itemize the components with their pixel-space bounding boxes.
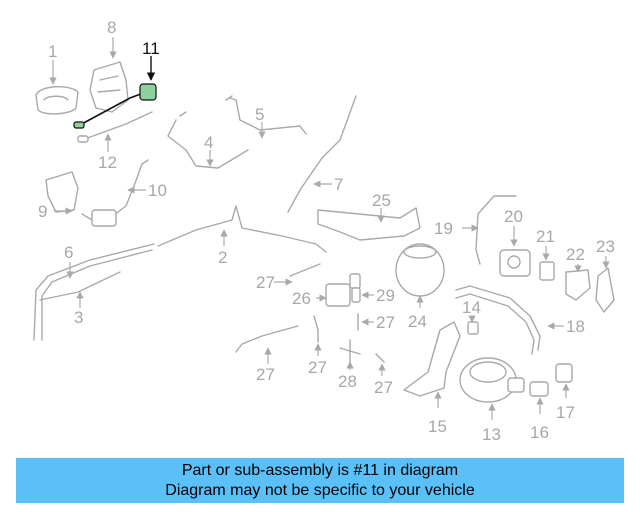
part-17-drawing [555, 363, 573, 398]
parts-diagram: 1 8 11 12 5 4 7 [33, 18, 615, 444]
part-16-drawing [529, 381, 549, 414]
callout-9: 9 [38, 202, 47, 221]
callout-17: 17 [556, 403, 575, 422]
part-6-drawing [33, 243, 155, 341]
part-24-drawing [395, 243, 445, 308]
callout-18: 18 [566, 317, 585, 336]
part-5-drawing [225, 95, 307, 139]
callout-1: 1 [48, 42, 57, 61]
callout-10: 10 [148, 181, 167, 200]
part-28-drawing [339, 339, 361, 370]
callout-24: 24 [408, 312, 427, 331]
part-25-drawing [317, 207, 421, 241]
callout-8: 8 [107, 18, 116, 37]
part-27d-drawing [313, 315, 322, 356]
part-22-drawing [565, 264, 591, 301]
part-13-drawing [459, 357, 525, 420]
part-18-drawing [455, 285, 564, 355]
callout-20: 20 [504, 207, 523, 226]
part-9-drawing [45, 171, 79, 215]
part-27b-drawing [357, 313, 374, 331]
part-19-drawing [462, 195, 517, 265]
part-29-drawing [351, 287, 374, 303]
callout-26: 26 [292, 289, 311, 308]
callout-3: 3 [74, 308, 83, 327]
part-15-drawing [403, 321, 461, 408]
part-3-drawing [39, 271, 121, 308]
part-7-drawing [287, 95, 357, 213]
part-2-drawing [157, 205, 327, 253]
callout-2: 2 [218, 248, 227, 267]
callout-12: 12 [98, 153, 117, 172]
callout-21: 21 [536, 227, 555, 246]
part-27e-drawing [375, 353, 386, 376]
callout-5: 5 [255, 105, 264, 124]
part-27c-drawing [235, 325, 299, 364]
banner-line-1: Part or sub-assembly is #11 in diagram [181, 462, 459, 479]
callout-11: 11 [142, 39, 160, 58]
callout-28: 28 [338, 372, 357, 391]
part-10-drawing [81, 159, 149, 227]
part-14-drawing [467, 315, 479, 335]
info-banner: Part or sub-assembly is #11 in diagram D… [16, 458, 624, 503]
part-4-drawing [167, 111, 249, 169]
part-11-drawing [73, 56, 157, 129]
part-20-drawing [499, 226, 531, 277]
callout-19: 19 [434, 219, 453, 238]
part-8-drawing [89, 37, 129, 113]
callout-7: 7 [334, 175, 343, 194]
callout-27-c: 27 [256, 365, 275, 384]
part-23-drawing [595, 256, 615, 313]
callout-27-a: 27 [256, 273, 275, 292]
part-26-drawing [316, 273, 361, 307]
callout-23: 23 [596, 237, 615, 256]
part-1-drawing [35, 60, 79, 115]
callout-13: 13 [482, 425, 501, 444]
callout-29: 29 [376, 286, 395, 305]
callout-25: 25 [372, 191, 391, 210]
callout-14: 14 [462, 298, 481, 317]
callout-6: 6 [64, 243, 73, 262]
callout-22: 22 [566, 245, 585, 264]
banner-line-2: Diagram may not be specific to your vehi… [165, 482, 475, 499]
callout-27-e: 27 [374, 378, 393, 397]
part-27a-drawing [274, 263, 321, 286]
callout-15: 15 [428, 417, 447, 436]
callout-4: 4 [204, 133, 213, 152]
part-21-drawing [539, 246, 555, 281]
callout-27-b: 27 [376, 313, 395, 332]
callout-16: 16 [530, 423, 549, 442]
part-12-drawing [77, 111, 153, 152]
callout-27-d: 27 [308, 358, 327, 377]
